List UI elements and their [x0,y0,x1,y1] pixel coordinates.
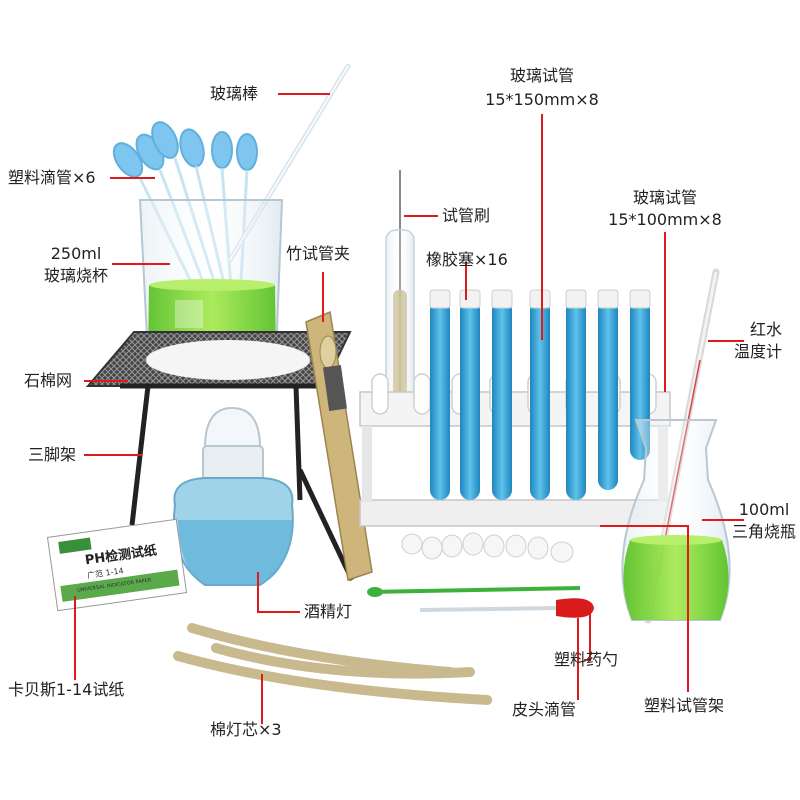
rubber-dropper [419,598,594,618]
erlenmeyer-flask [621,419,731,621]
label-tripod: 三脚架 [28,445,77,464]
test-tube-rack [359,373,671,527]
asbestos-net [85,331,352,387]
label-rubber-stopper: 橡胶塞×16 [426,250,508,269]
label-beaker-name: 玻璃烧杯 [43,266,108,285]
plastic-spoon [367,586,581,597]
label-short-tube-size: 15*100mm×8 [608,210,722,229]
label-plastic-dropper: 塑料滴管×6 [8,168,96,187]
label-long-tube-name: 玻璃试管 [509,66,574,85]
label-cotton-wick: 棉灯芯×3 [210,720,282,739]
long-test-tubes [429,289,651,500]
label-leader-lines [74,93,744,724]
label-beaker-size: 250ml [50,244,102,263]
label-long-tube-size: 15*150mm×8 [485,90,599,109]
label-flask-size: 100ml [738,500,790,519]
label-alcohol-lamp: 酒精灯 [304,602,353,621]
label-thermometer-line1: 红水 [750,320,783,339]
loose-rubber-stoppers [401,532,574,563]
label-thermometer-line2: 温度计 [734,342,783,361]
label-short-tube-name: 玻璃试管 [632,188,697,207]
label-rubber-dropper: 皮头滴管 [512,700,577,719]
cotton-wicks [173,623,493,705]
label-asbestos-net: 石棉网 [24,371,73,390]
label-glass-rod: 玻璃棒 [210,84,259,103]
label-plastic-spoon: 塑料药勺 [554,650,619,669]
alcohol-lamp [172,406,294,586]
label-test-tube-rack: 塑料试管架 [644,696,725,715]
rubber-stoppers-in-tubes [429,289,651,309]
label-bamboo-clamp: 竹试管夹 [286,244,351,263]
label-ph-paper: 卡贝斯1-14试纸 [8,680,125,699]
ph-test-paper-card [46,518,188,612]
bamboo-test-tube-clamp [305,310,373,581]
label-test-tube-brush: 试管刷 [442,206,491,225]
test-tube-brush [385,170,415,411]
label-flask-name: 三角烧瓶 [731,522,796,541]
